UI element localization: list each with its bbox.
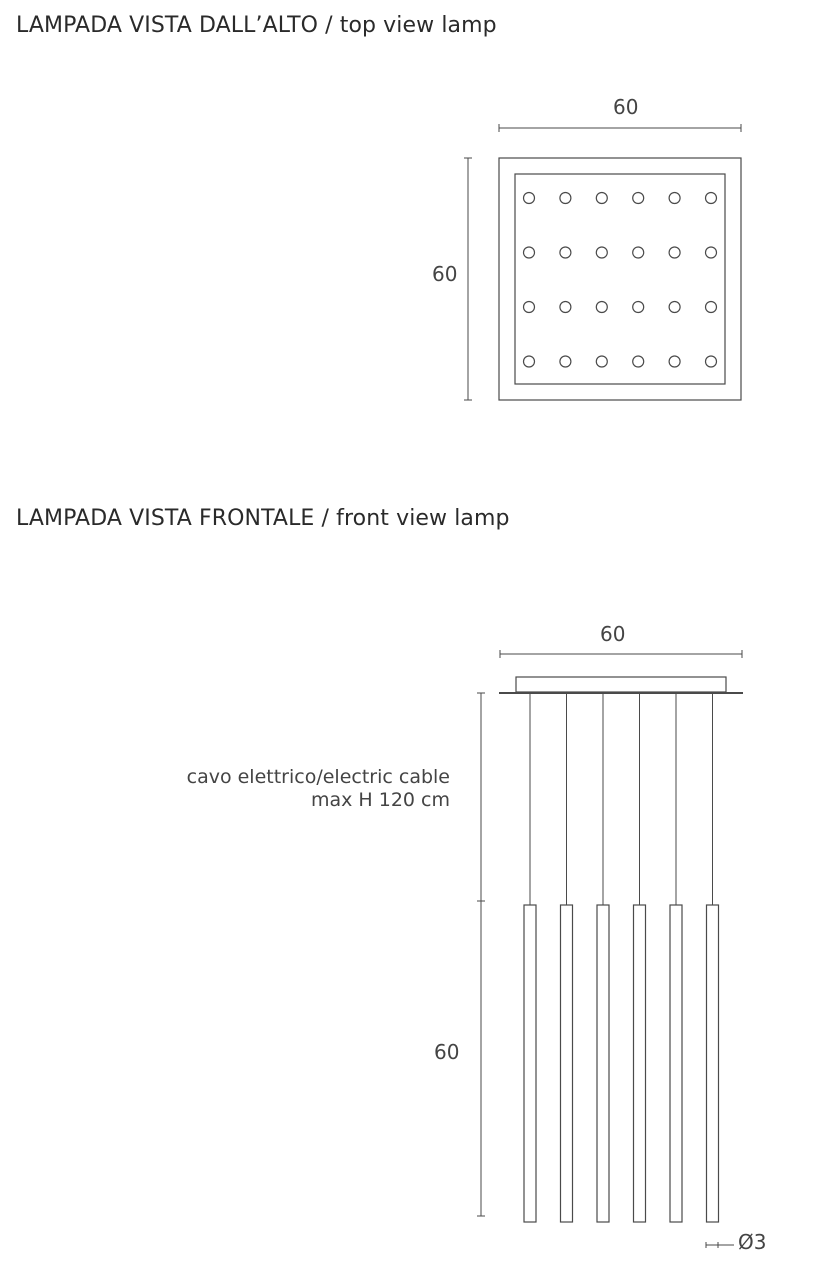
light-point [704, 355, 718, 368]
front-view-width-label: 60 [600, 622, 626, 646]
front-view-tubes [523, 693, 720, 1223]
light-point [632, 300, 645, 314]
front-view-title-separator: / [314, 506, 337, 531]
light-point [704, 246, 718, 259]
light-point [559, 191, 572, 205]
top-view-light-grid [522, 191, 718, 368]
light-point [522, 300, 536, 314]
light-point [595, 246, 608, 259]
light-point [632, 246, 645, 259]
top-view-outer-frame [498, 157, 742, 401]
lamp-tube [669, 904, 683, 1223]
light-point [559, 355, 572, 368]
light-point [668, 355, 681, 368]
light-point [595, 191, 608, 205]
top-view-title: LAMPADA VISTA DALL’ALTO / top view lamp [16, 13, 497, 38]
light-point [595, 355, 608, 368]
top-view-title-it: LAMPADA VISTA DALL’ALTO [16, 13, 319, 38]
light-point [704, 191, 718, 205]
lamp-tube [632, 904, 647, 1223]
front-view-title-it: LAMPADA VISTA FRONTALE [16, 506, 315, 531]
light-point [522, 191, 536, 205]
light-point [668, 300, 681, 314]
light-point [668, 246, 681, 259]
cable-label-line2: max H 120 cm [310, 789, 450, 811]
light-point [704, 300, 718, 314]
cable-label: cavo elettrico/electric cable max H 120 … [187, 766, 450, 812]
top-view-title-en: top view lamp [339, 13, 497, 38]
diameter-label: Ø3 [738, 1230, 767, 1254]
tube-height-label: 60 [434, 1040, 460, 1064]
lamp-tube [523, 904, 537, 1223]
light-point [559, 246, 572, 259]
light-point [632, 191, 645, 205]
light-point [632, 355, 645, 368]
front-view-title-en: front view lamp [336, 506, 510, 531]
light-point [559, 300, 572, 314]
top-view-inner-frame [514, 173, 726, 385]
light-point [595, 300, 608, 314]
cable-label-line1: cavo elettrico/electric cable [186, 766, 450, 788]
top-view-width-label: 60 [613, 95, 639, 119]
light-point [522, 246, 536, 259]
ceiling-canopy [515, 676, 727, 693]
front-view-title: LAMPADA VISTA FRONTALE / front view lamp [16, 506, 510, 531]
top-view-title-separator: / [318, 13, 340, 38]
light-point [668, 191, 681, 205]
lamp-tube [596, 904, 610, 1223]
top-view-drawing [464, 124, 742, 401]
top-view-height-label: 60 [432, 262, 458, 286]
front-view-drawing [477, 650, 743, 1248]
light-point [522, 355, 536, 368]
lamp-tube [559, 904, 574, 1223]
lamp-tube [705, 904, 720, 1223]
